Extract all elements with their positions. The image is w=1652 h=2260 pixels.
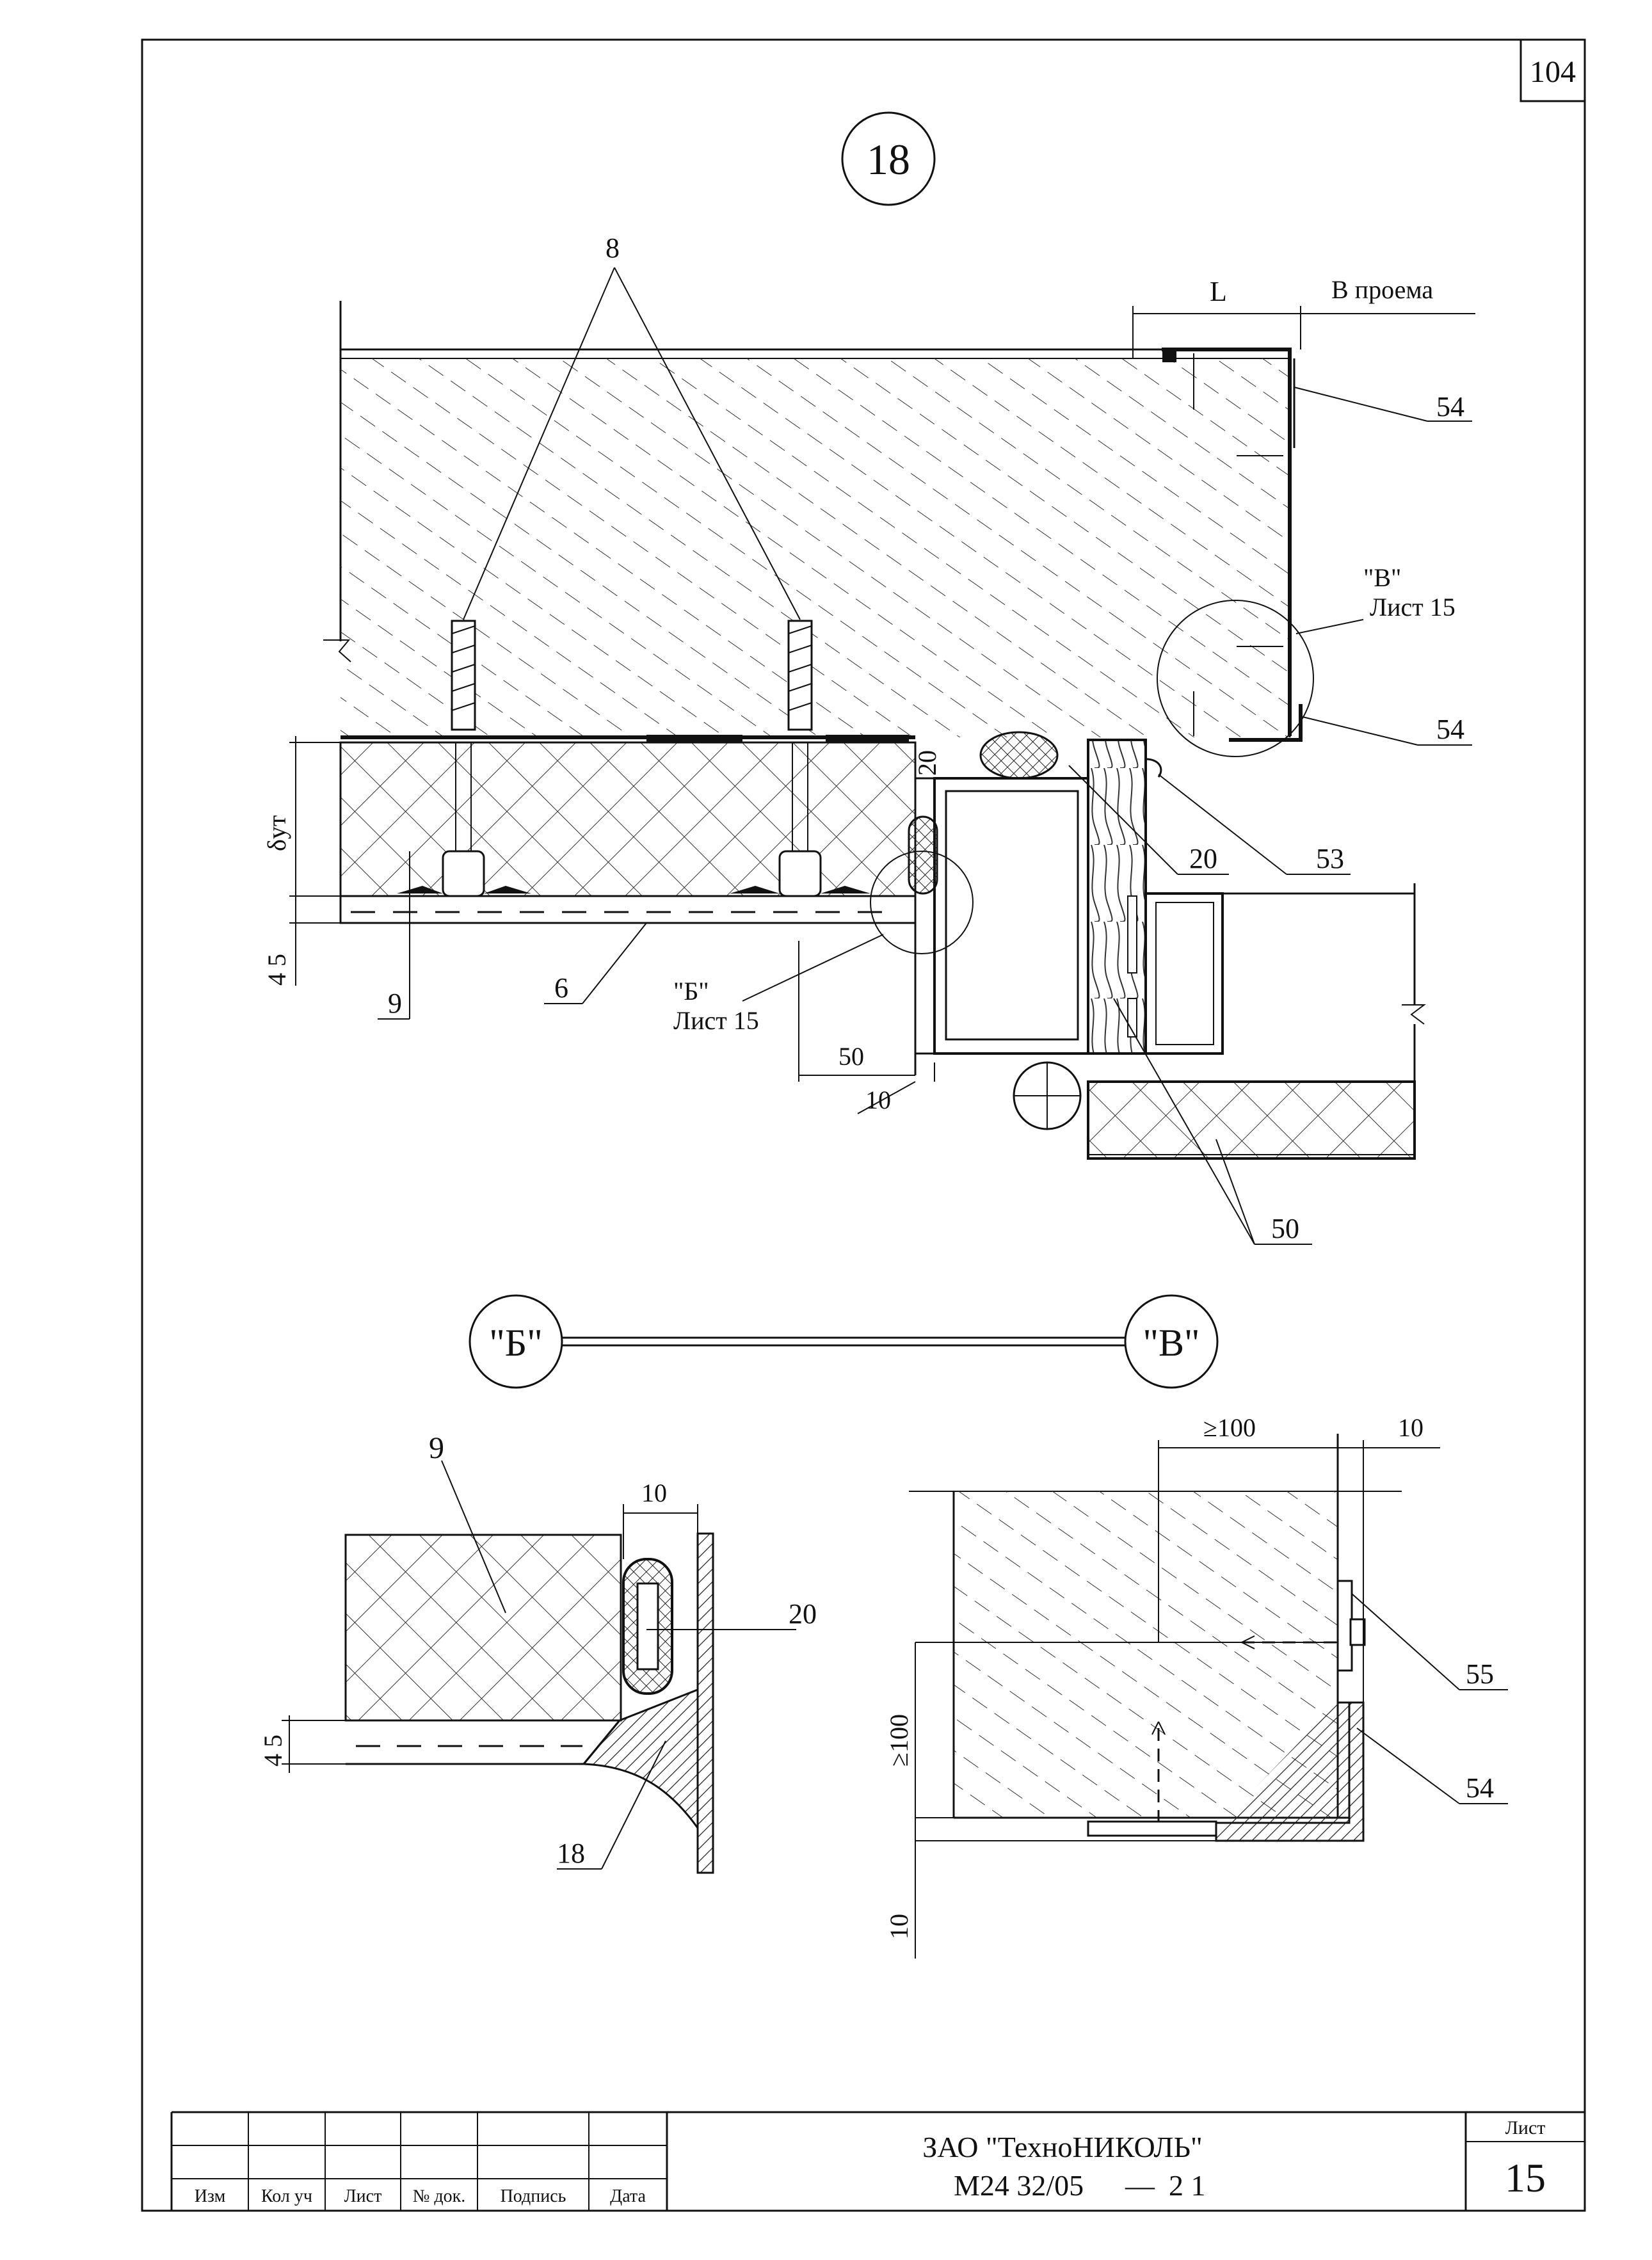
title-block: Изм Кол уч Лист № док. Подпись Дата ЗАО …	[170, 2111, 1585, 2211]
concrete-wall	[341, 358, 1290, 737]
window-frame-profile	[914, 742, 1089, 1075]
detail-V-callout-54: 54	[1466, 1772, 1494, 1804]
detail-B-dim-10: 10	[641, 1479, 667, 1507]
tb-header-doc: № док.	[413, 2186, 466, 2206]
page-number-box	[1520, 38, 1586, 102]
page-number: 104	[1530, 55, 1576, 89]
tb-header-izm: Изм	[195, 2186, 226, 2206]
callout-54-top: 54	[1436, 391, 1464, 422]
dowel-left	[397, 620, 531, 897]
tb-header-list: Лист	[344, 2186, 382, 2206]
doc-suffix: 2 1	[1169, 2169, 1206, 2202]
ref-B-sheet: Лист 15	[673, 1006, 759, 1035]
sealing-cord	[979, 731, 1059, 780]
opening-label: В проема	[1331, 275, 1433, 304]
detail-number: 18	[867, 135, 910, 184]
sill-insulation	[1087, 1080, 1416, 1160]
detail-B-callout-9: 9	[429, 1431, 444, 1465]
detail-B-view: 10 4 5 9 20 18	[259, 1431, 817, 1874]
ref-V-mark: "В"	[1363, 563, 1401, 592]
detail-B-callout-20: 20	[789, 1598, 817, 1630]
insulation-layer	[339, 741, 917, 897]
callout-6: 6	[554, 972, 568, 1004]
detail-connector: "Б" "В"	[469, 1294, 1219, 1389]
detail-circle-B	[870, 851, 974, 954]
callout-20: 20	[1189, 843, 1217, 874]
plaster-layer	[339, 895, 917, 924]
detail-V-callout-55: 55	[1466, 1658, 1494, 1690]
detail-B-dim-45: 4 5	[259, 1735, 287, 1767]
tb-header-date: Дата	[610, 2186, 646, 2206]
tb-header-kol: Кол уч	[261, 2186, 312, 2206]
callout-50: 50	[1271, 1213, 1299, 1244]
dim-10-main: 10	[865, 1086, 891, 1114]
ref-B-mark: "Б"	[673, 977, 709, 1006]
delta-label: δут	[262, 815, 291, 851]
dowel-right	[730, 620, 870, 897]
detail-label-B: "Б"	[489, 1322, 542, 1364]
dim-45-main: 4 5	[262, 954, 291, 986]
tb-header-sign: Подпись	[501, 2186, 566, 2206]
detail-V-dim-10-side: 10	[885, 1914, 913, 1939]
sheet-frame	[141, 38, 1586, 2212]
doc-dash: —	[1125, 2169, 1155, 2202]
detail-label-V: "В"	[1143, 1322, 1199, 1364]
list-label: Лист	[1505, 2117, 1546, 2138]
detail-V-view: ≥100 10 ≥100 10 55 54	[885, 1413, 1508, 1959]
detail-V-dim-10-top: 10	[1398, 1413, 1423, 1442]
main-section-view: 8	[262, 232, 1475, 1245]
detail-number-marker: 18	[841, 111, 936, 206]
doc-code: М24 32/05	[954, 2169, 1084, 2202]
company-name: ЗАО "ТехноНИКОЛЬ"	[922, 2131, 1203, 2163]
detail-B-callout-18: 18	[557, 1838, 585, 1869]
callout-53: 53	[1316, 843, 1344, 874]
detail-V-dim-100-side: ≥100	[885, 1714, 913, 1767]
detail-V-dim-100-top: ≥100	[1203, 1413, 1256, 1442]
detail-circle-V	[1157, 600, 1314, 757]
callout-9: 9	[388, 988, 402, 1019]
dim-L: L	[1210, 276, 1227, 307]
dim-50-main: 50	[838, 1042, 864, 1071]
callout-8: 8	[605, 232, 620, 264]
dim-20-main: 20	[913, 750, 942, 776]
list-number: 15	[1505, 2155, 1546, 2200]
callout-54-mid: 54	[1436, 714, 1464, 745]
ref-V-sheet: Лист 15	[1370, 593, 1456, 621]
